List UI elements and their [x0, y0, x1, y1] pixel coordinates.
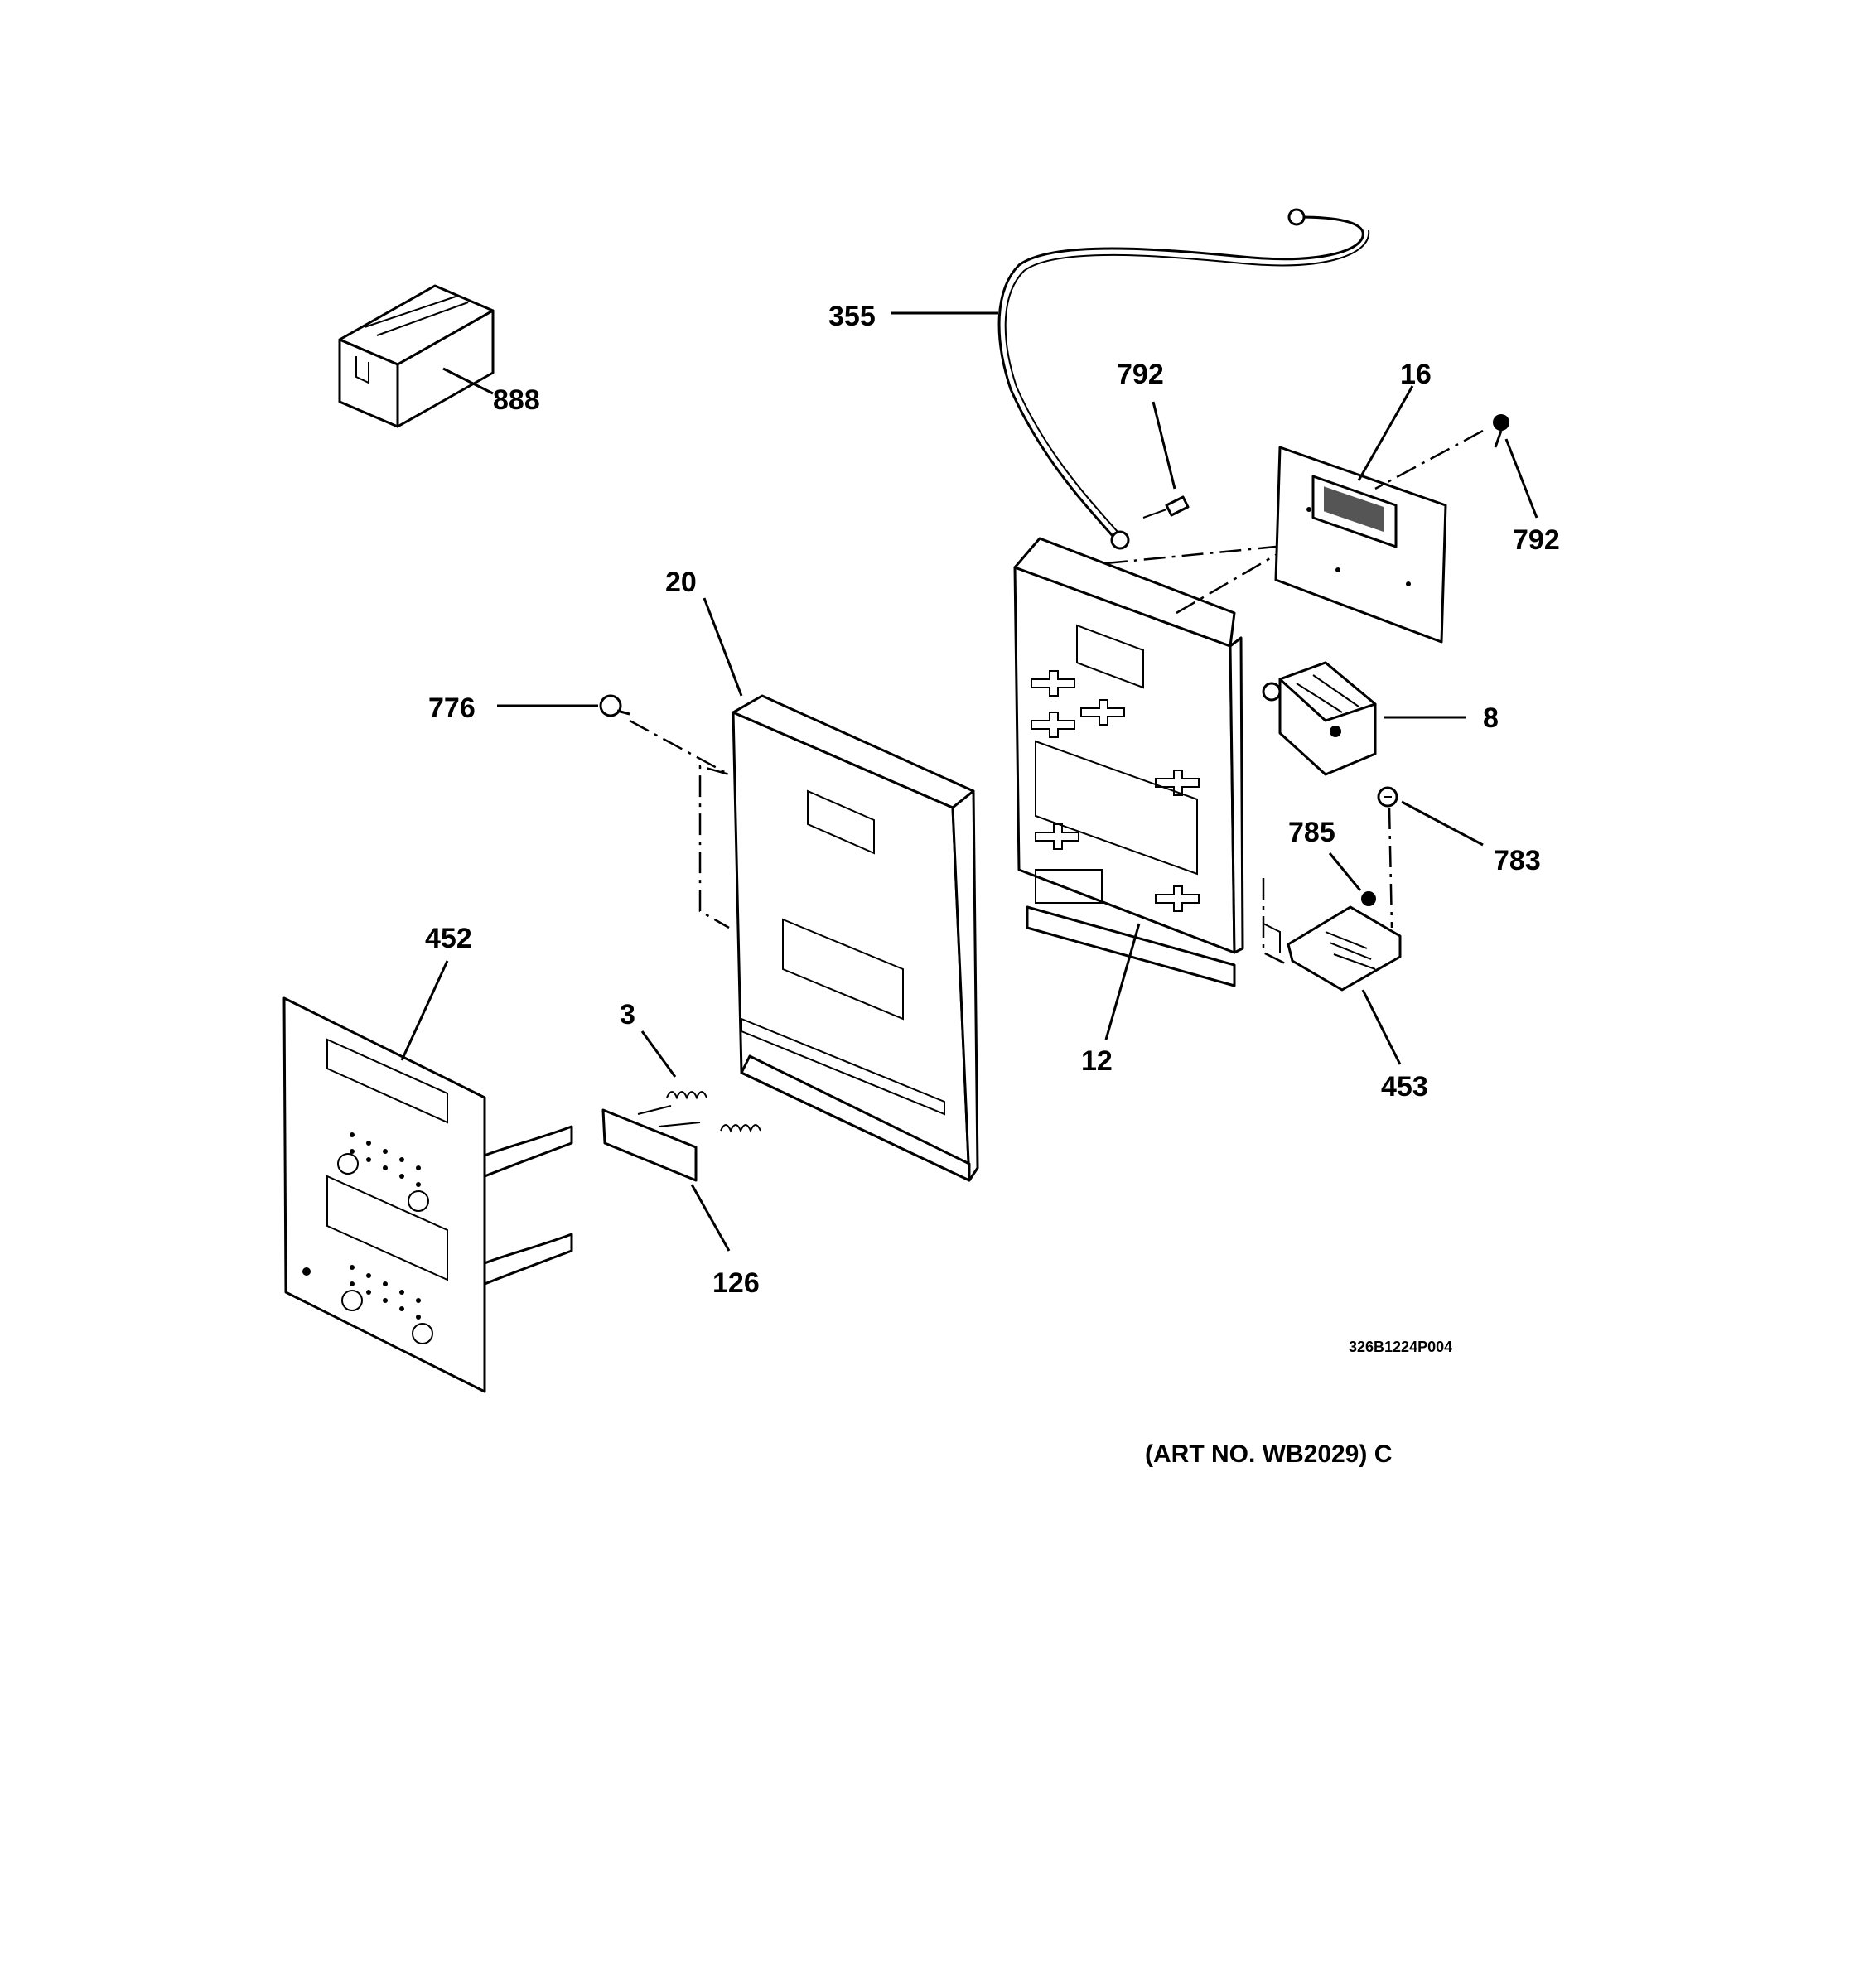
- leader-12: [1104, 923, 1141, 1040]
- leader-453: [1361, 989, 1402, 1065]
- part-783-screw: [1377, 786, 1398, 929]
- dash-frame-board: [1176, 553, 1277, 615]
- leader-785: [1328, 852, 1362, 891]
- leader-126: [690, 1184, 731, 1252]
- part-888-box: [338, 284, 495, 428]
- label-3: 3: [620, 999, 635, 1030]
- label-355: 355: [828, 301, 876, 332]
- label-16: 16: [1400, 359, 1432, 390]
- part-3-springs: [666, 1091, 761, 1133]
- part-8-connector: [1262, 661, 1377, 776]
- label-126: 126: [712, 1267, 760, 1299]
- dash-16-792: [1374, 429, 1484, 490]
- part-776-screw: [599, 694, 630, 717]
- part-355-wire: [997, 208, 1370, 550]
- label-888: 888: [493, 384, 540, 416]
- part-452-keypad: [282, 996, 573, 1393]
- label-20: 20: [665, 567, 697, 598]
- leader-20: [703, 597, 743, 697]
- leader-792a: [1152, 401, 1176, 490]
- label-785: 785: [1288, 817, 1335, 848]
- label-453: 453: [1381, 1071, 1428, 1103]
- label-12: 12: [1081, 1045, 1113, 1077]
- label-452: 452: [425, 923, 472, 954]
- part-792-screw-a: [1142, 495, 1190, 519]
- part-785-screw: [1361, 891, 1376, 906]
- leader-3: [640, 1030, 677, 1078]
- leader-792b: [1504, 438, 1538, 519]
- part-792-screw-b: [1493, 414, 1509, 448]
- label-776: 776: [428, 692, 476, 724]
- label-792b: 792: [1513, 524, 1560, 556]
- part-12-control-frame: [1013, 537, 1244, 987]
- part-20-bezel: [732, 694, 979, 1182]
- leader-16: [1357, 385, 1414, 481]
- leader-783: [1401, 800, 1484, 847]
- part-453-bracket: [1262, 878, 1402, 992]
- leader-452: [400, 960, 449, 1061]
- leader-888: [442, 367, 494, 395]
- part-16-circuit-board: [1274, 446, 1447, 644]
- label-8: 8: [1483, 702, 1499, 734]
- label-792a: 792: [1117, 359, 1164, 390]
- art-number: (ART NO. WB2029) C: [1145, 1440, 1392, 1468]
- label-783: 783: [1494, 845, 1541, 876]
- drawing-number: 326B1224P004: [1349, 1339, 1452, 1355]
- dash-776-bezel: [629, 719, 730, 929]
- dash-355-frame: [1105, 545, 1277, 565]
- part-126-button: [601, 1105, 701, 1182]
